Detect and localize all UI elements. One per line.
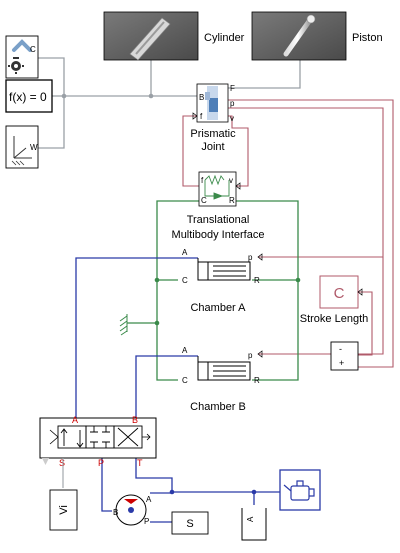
pump-port-p: P	[144, 517, 149, 526]
piston-rod-icon	[283, 14, 316, 57]
world-frame-block[interactable]: W	[5, 125, 39, 169]
world-port-w: W	[30, 143, 38, 152]
hydraulic-wires	[75, 257, 280, 523]
pump-port-b: B	[113, 508, 118, 517]
cylinder-icon	[129, 17, 171, 61]
input-port-arrow	[257, 350, 263, 358]
sum-block[interactable]: - +	[330, 288, 363, 371]
tmi-label-line1: Translational	[187, 214, 250, 226]
junction-dot	[169, 489, 175, 495]
tmi-port-r: R	[229, 196, 235, 205]
tmi-port-v: v	[229, 176, 233, 185]
pump-block[interactable]: A B P	[113, 494, 152, 526]
prismatic-port-f-in: f	[200, 112, 203, 121]
solver-fx-block[interactable]: f(x) = 0	[5, 79, 53, 113]
chamber-a-port-r: R	[254, 276, 260, 285]
chamber-a-label: Chamber A	[190, 302, 246, 314]
valve-port-s: S	[59, 458, 65, 468]
valve-input-arrow	[42, 458, 49, 465]
prismatic-port-p: p	[230, 99, 235, 108]
chamber-a-port-a: A	[182, 248, 188, 257]
prismatic-port-f: F	[230, 84, 235, 93]
robot-arm-icon	[12, 39, 32, 52]
vi-source-text: Vi	[58, 505, 70, 515]
signal-wires	[182, 99, 394, 368]
cylinder-block[interactable]: Cylinder	[103, 11, 245, 61]
piston-label: Piston	[352, 32, 383, 44]
stroke-constant-glyph: C	[334, 285, 345, 302]
chamber-a-port-p: p	[248, 253, 253, 262]
spring-damper-icon	[204, 174, 230, 200]
chamber-b-port-p: p	[248, 351, 253, 360]
junction-dot	[61, 93, 67, 99]
tank-port-a: A	[246, 516, 255, 522]
chamber-b-port-a: A	[182, 346, 188, 355]
speed-source-block[interactable]: S	[171, 511, 209, 535]
stroke-length-constant-block[interactable]: C	[319, 275, 359, 309]
input-port-arrow	[257, 253, 263, 261]
junction-dot	[251, 489, 257, 495]
valve-symbol-icon	[49, 425, 151, 449]
pump-icon	[124, 499, 138, 513]
tmi-port-f: f	[201, 176, 204, 185]
hydraulic-fluid-block[interactable]	[279, 469, 321, 511]
valve-port-t: T	[137, 458, 143, 468]
junction-dot	[148, 93, 154, 99]
input-port-arrow	[235, 182, 241, 190]
sum-minus: -	[339, 344, 342, 354]
directional-valve-block[interactable]: A B S P T	[39, 415, 157, 468]
pump-port-a: A	[146, 495, 152, 504]
solver-port-c: C	[30, 45, 36, 54]
cylinder-label: Cylinder	[204, 32, 245, 44]
valve-port-b: B	[132, 415, 138, 425]
sum-plus: +	[339, 358, 344, 368]
chamber-a-port-c: C	[182, 276, 188, 285]
prismatic-port-v: v	[230, 114, 234, 123]
prismatic-label-line1: Prismatic	[190, 128, 236, 140]
vi-source-block[interactable]: Vi	[49, 489, 78, 531]
prismatic-port-b: B	[199, 93, 204, 102]
mechanical-ground-icon[interactable]	[119, 314, 128, 336]
prismatic-label-line2: Joint	[201, 141, 224, 153]
solver-config-block[interactable]: C	[5, 35, 39, 79]
prismatic-joint-block[interactable]: B F p v f	[192, 83, 235, 123]
tmi-label-line2: Multibody Interface	[172, 229, 265, 241]
junction-dot	[154, 277, 160, 283]
translational-multibody-interface-block[interactable]: f v C R	[198, 171, 241, 207]
valve-port-p: P	[98, 458, 104, 468]
chamber-b-port-r: R	[254, 376, 260, 385]
input-port-arrow	[192, 112, 198, 120]
stroke-length-label: Stroke Length	[300, 313, 369, 325]
reservoir-block[interactable]: A	[241, 508, 267, 541]
tmi-port-c: C	[201, 196, 207, 205]
fx-text: f(x) = 0	[9, 90, 47, 104]
gear-icon	[8, 57, 24, 74]
input-port-arrow	[357, 288, 363, 296]
junction-dot	[154, 320, 160, 326]
multibody-wires	[38, 57, 301, 149]
piston-block[interactable]: Piston	[251, 11, 383, 61]
chamber-b-port-c: C	[182, 376, 188, 385]
speed-source-text: S	[186, 518, 193, 530]
prismatic-joint-icon	[205, 86, 218, 120]
junction-dot	[295, 277, 301, 283]
axes-icon	[11, 136, 32, 166]
hydraulic-cylinder-icon	[197, 258, 251, 281]
chamber-b-block[interactable]: A C R p	[182, 346, 263, 385]
chamber-b-label: Chamber B	[190, 401, 246, 413]
hydraulic-cylinder-icon	[197, 356, 251, 381]
chamber-a-block[interactable]: A C R p	[182, 248, 263, 285]
oil-can-icon	[283, 480, 315, 501]
valve-port-a: A	[72, 415, 78, 425]
